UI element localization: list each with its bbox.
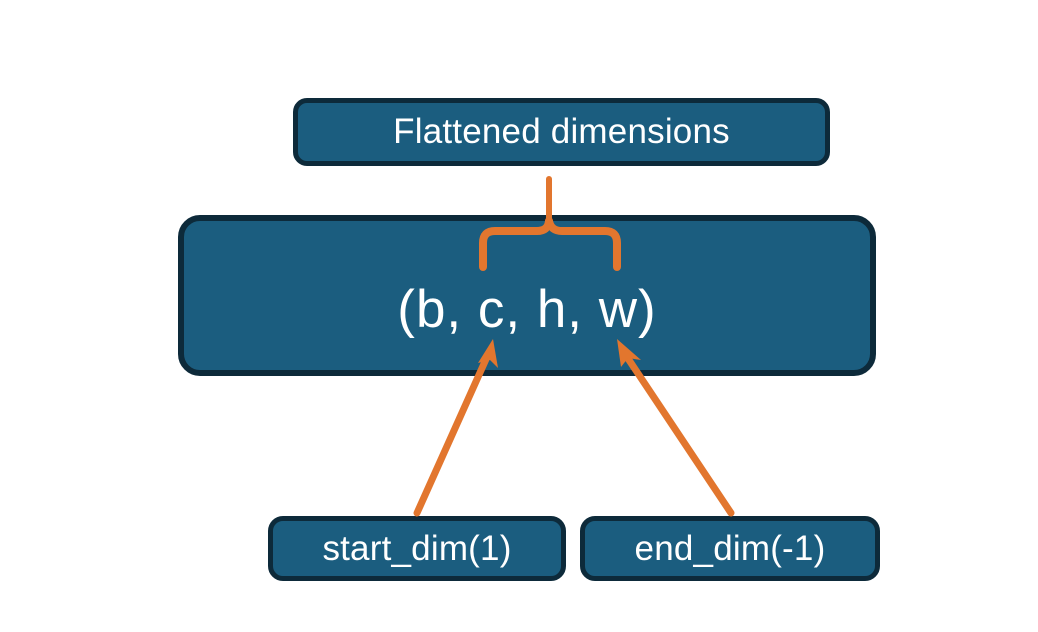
node-start-dim-label: start_dim(1) — [322, 528, 512, 568]
node-tensor-shape-label: (b, c, h, w) — [397, 280, 657, 339]
node-start-dim: start_dim(1) — [268, 516, 566, 581]
node-flattened-dimensions-label: Flattened dimensions — [393, 112, 730, 151]
node-end-dim: end_dim(-1) — [580, 516, 880, 581]
node-flattened-dimensions: Flattened dimensions — [293, 98, 830, 166]
node-tensor-shape: (b, c, h, w) — [178, 215, 876, 376]
node-end-dim-label: end_dim(-1) — [634, 528, 826, 568]
